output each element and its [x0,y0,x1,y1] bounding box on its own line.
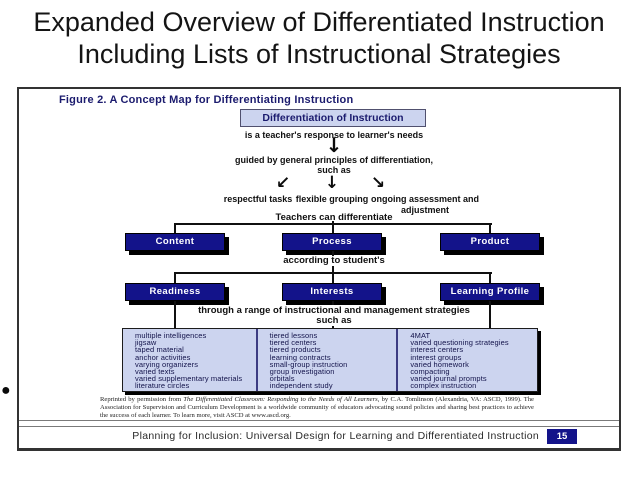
differentiate-caption: Teachers can differentiate [275,212,393,223]
connector-line [332,251,334,256]
strategies-caption-line2: such as [49,315,619,326]
strategy-item: anchor activities [135,352,191,362]
node-content: Content [125,233,225,251]
principle-respectful-tasks: respectful tasks [223,194,293,204]
strategy-item: taped material [135,345,184,355]
strategy-item: orbitals [269,374,295,384]
strategy-item: interest centers [410,345,464,355]
root-concept-box: Differentiation of Instruction [240,109,426,127]
strategy-item: tiered products [269,345,321,355]
strategy-item: interest groups [410,352,462,362]
strategy-item: group investigation [269,367,335,377]
connector-line [489,301,491,329]
footer-title: Planning for Inclusion: Universal Design… [132,430,539,442]
down-right-arrow-icon: ↘ [370,173,386,193]
strategy-item: literature circles [135,381,190,391]
strategy-item: independent study [269,381,333,391]
according-caption: according to student's [283,255,385,266]
guided-text-line2: such as [317,165,351,175]
strategy-item: tiered centers [269,338,317,348]
citation-book-title: The Differentiated Classroom: Responding… [183,396,378,403]
node-interests: Interests [282,283,382,301]
strategy-item: small-group instruction [269,359,348,369]
figure-footer: Planning for Inclusion: Universal Design… [19,428,619,444]
guided-text-line1: guided by general principles of differen… [234,155,434,165]
strategies-caption-line1: through a range of instructional and man… [49,305,619,316]
strategy-item: varied texts [135,367,175,377]
principle-flexible-grouping: flexible grouping [295,194,369,204]
footer-divider [19,426,619,427]
strategy-item: compacting [410,367,450,377]
strategy-item: varied homework [410,359,469,369]
strategy-item: complex instruction [410,381,477,391]
down-arrow-icon: ↓ [324,173,340,193]
strategy-item: tiered lessons [269,331,318,340]
slide-title: Expanded Overview of Differentiated Inst… [0,6,638,70]
connector-line [332,266,334,274]
down-left-arrow-icon: ↙ [275,173,291,193]
strategy-item: varied questioning strategies [410,338,509,348]
connector-line [332,225,334,233]
connector-line [489,225,491,233]
slide-title-line1: Expanded Overview of Differentiated Inst… [33,7,605,37]
figure-heading: Figure 2. A Concept Map for Differentiat… [59,94,354,106]
principle-ongoing-assessment: ongoing assessment and adjustment [370,194,480,215]
node-learning-profile: Learning Profile [440,283,540,301]
response-text: is a teacher's response to learner's nee… [244,130,424,140]
node-product: Product [440,233,540,251]
down-arrow-icon: ↓ [325,133,343,157]
connector-line [174,225,176,233]
connector-line [332,274,334,283]
footer-divider [19,420,619,421]
page-number-badge: 15 [547,428,577,444]
bullet-icon: ● [1,382,11,399]
figure-frame: Figure 2. A Concept Map for Differentiat… [17,87,621,451]
connector-line [174,272,492,274]
strategy-item: varied supplementary materials [135,374,243,384]
strategy-item: varied journal prompts [410,374,487,384]
connector-line [174,274,176,283]
strategy-item: learning contracts [269,352,331,362]
strategy-item: multiple intelligences [135,331,207,340]
citation-text: Reprinted by permission from The Differe… [100,396,534,419]
connector-line [174,301,176,329]
connector-line [174,223,492,225]
connector-line [489,274,491,283]
node-readiness: Readiness [125,283,225,301]
strategy-item: 4MAT [410,331,431,340]
node-process: Process [282,233,382,251]
slide-title-line2: Including Lists of Instructional Strateg… [77,39,561,69]
strategy-item: varying organizers [135,359,199,369]
strategy-item: jigsaw [135,338,157,348]
